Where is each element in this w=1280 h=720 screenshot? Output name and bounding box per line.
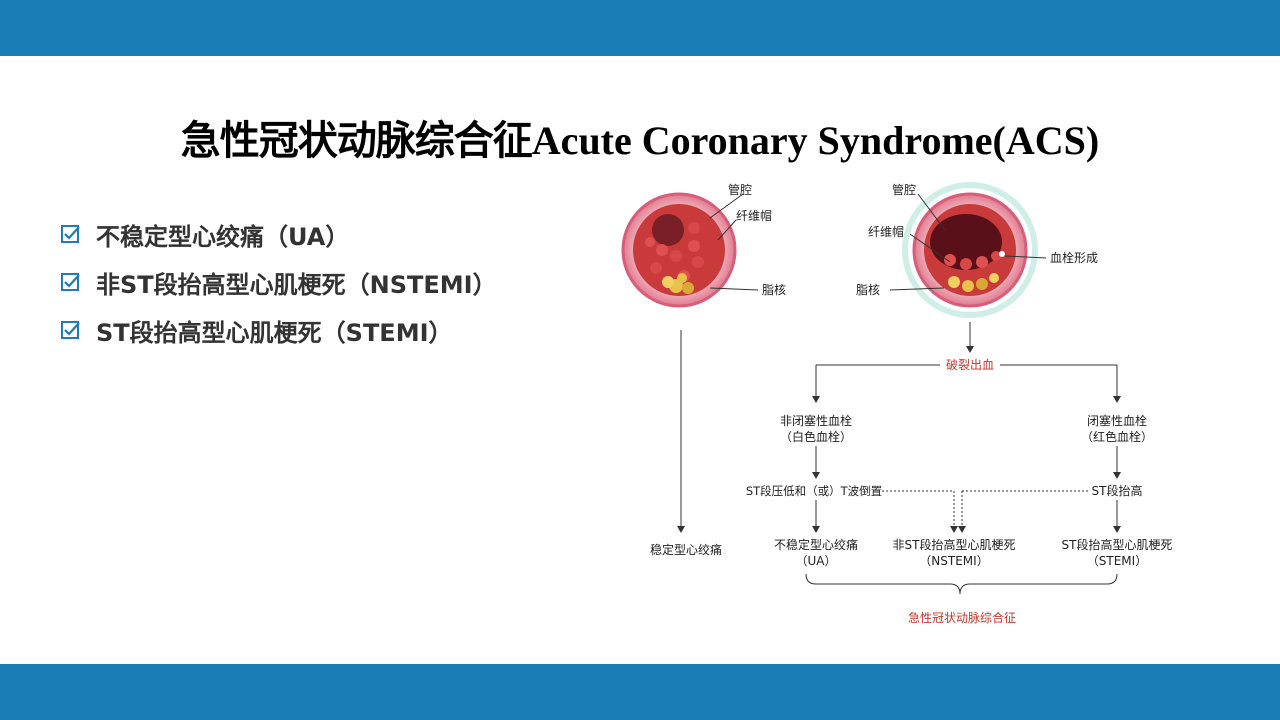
outcome-brace [805,573,1118,595]
slide-title: 急性冠状动脉综合征Acute Coronary Syndrome(ACS) [0,108,1280,166]
rupture-label: 破裂出血 [946,357,994,372]
label-fibrous-cap-right: 纤维帽 [868,224,904,239]
bullet-item: 不稳定型心绞痛（UA） [60,210,497,258]
checkbox-icon [61,273,80,291]
white-thrombus-label: （白色血栓） [780,429,852,444]
label-lipid-core-left: 脂核 [762,282,786,297]
bullet-text: 非ST段抬高型心肌梗死（NSTEMI） [96,270,497,299]
bullet-text: ST段抬高型心肌梗死（STEMI） [96,318,453,347]
label-lumen-left: 管腔 [728,182,752,197]
acs-pathophysiology-diagram: 管腔 纤维帽 脂核 管腔 纤维帽 血栓形成 脂核 破裂出血 非闭塞性血栓 （白色… [621,182,1173,625]
right-vessel-illustration [902,182,1038,318]
bullet-item: ST段抬高型心肌梗死（STEMI） [60,306,497,354]
stable-angina-label: 稳定型心绞痛 [650,542,722,557]
st-depression-label: ST段压低和（或）T波倒置 [746,484,882,498]
bottom-banner [0,664,1280,720]
left-vessel-illustration [621,192,737,308]
label-thrombus: 血栓形成 [1050,250,1098,265]
ua-abbr: （UA） [796,554,837,568]
acs-label: 急性冠状动脉综合征 [908,610,1016,625]
title-english: Acute Coronary Syndrome(ACS) [531,118,1100,163]
nonocclusive-thrombus-label: 非闭塞性血栓 [780,413,852,428]
nstemi-label: 非ST段抬高型心肌梗死 [893,537,1016,552]
ua-label: 不稳定型心绞痛 [774,537,858,552]
st-elevation-label: ST段抬高 [1092,483,1143,498]
checkbox-icon [61,225,80,243]
red-thrombus-label: （红色血栓） [1081,429,1153,444]
label-lipid-core-right: 脂核 [856,282,880,297]
label-fibrous-cap-left: 纤维帽 [736,208,772,223]
bullet-text: 不稳定型心绞痛（UA） [96,222,350,251]
nstemi-abbr: （NSTEMI） [919,554,988,568]
checkbox-icon [61,321,80,339]
occlusive-thrombus-label: 闭塞性血栓 [1087,413,1147,428]
bullet-item: 非ST段抬高型心肌梗死（NSTEMI） [60,258,497,306]
title-chinese: 急性冠状动脉综合征 [180,118,533,164]
stemi-abbr: （STEMI） [1087,554,1147,568]
label-lumen-right: 管腔 [892,182,916,197]
bullet-list: 不稳定型心绞痛（UA） 非ST段抬高型心肌梗死（NSTEMI） ST段抬高型心肌… [60,210,497,354]
stemi-label: ST段抬高型心肌梗死 [1062,537,1173,552]
top-banner [0,0,1280,56]
